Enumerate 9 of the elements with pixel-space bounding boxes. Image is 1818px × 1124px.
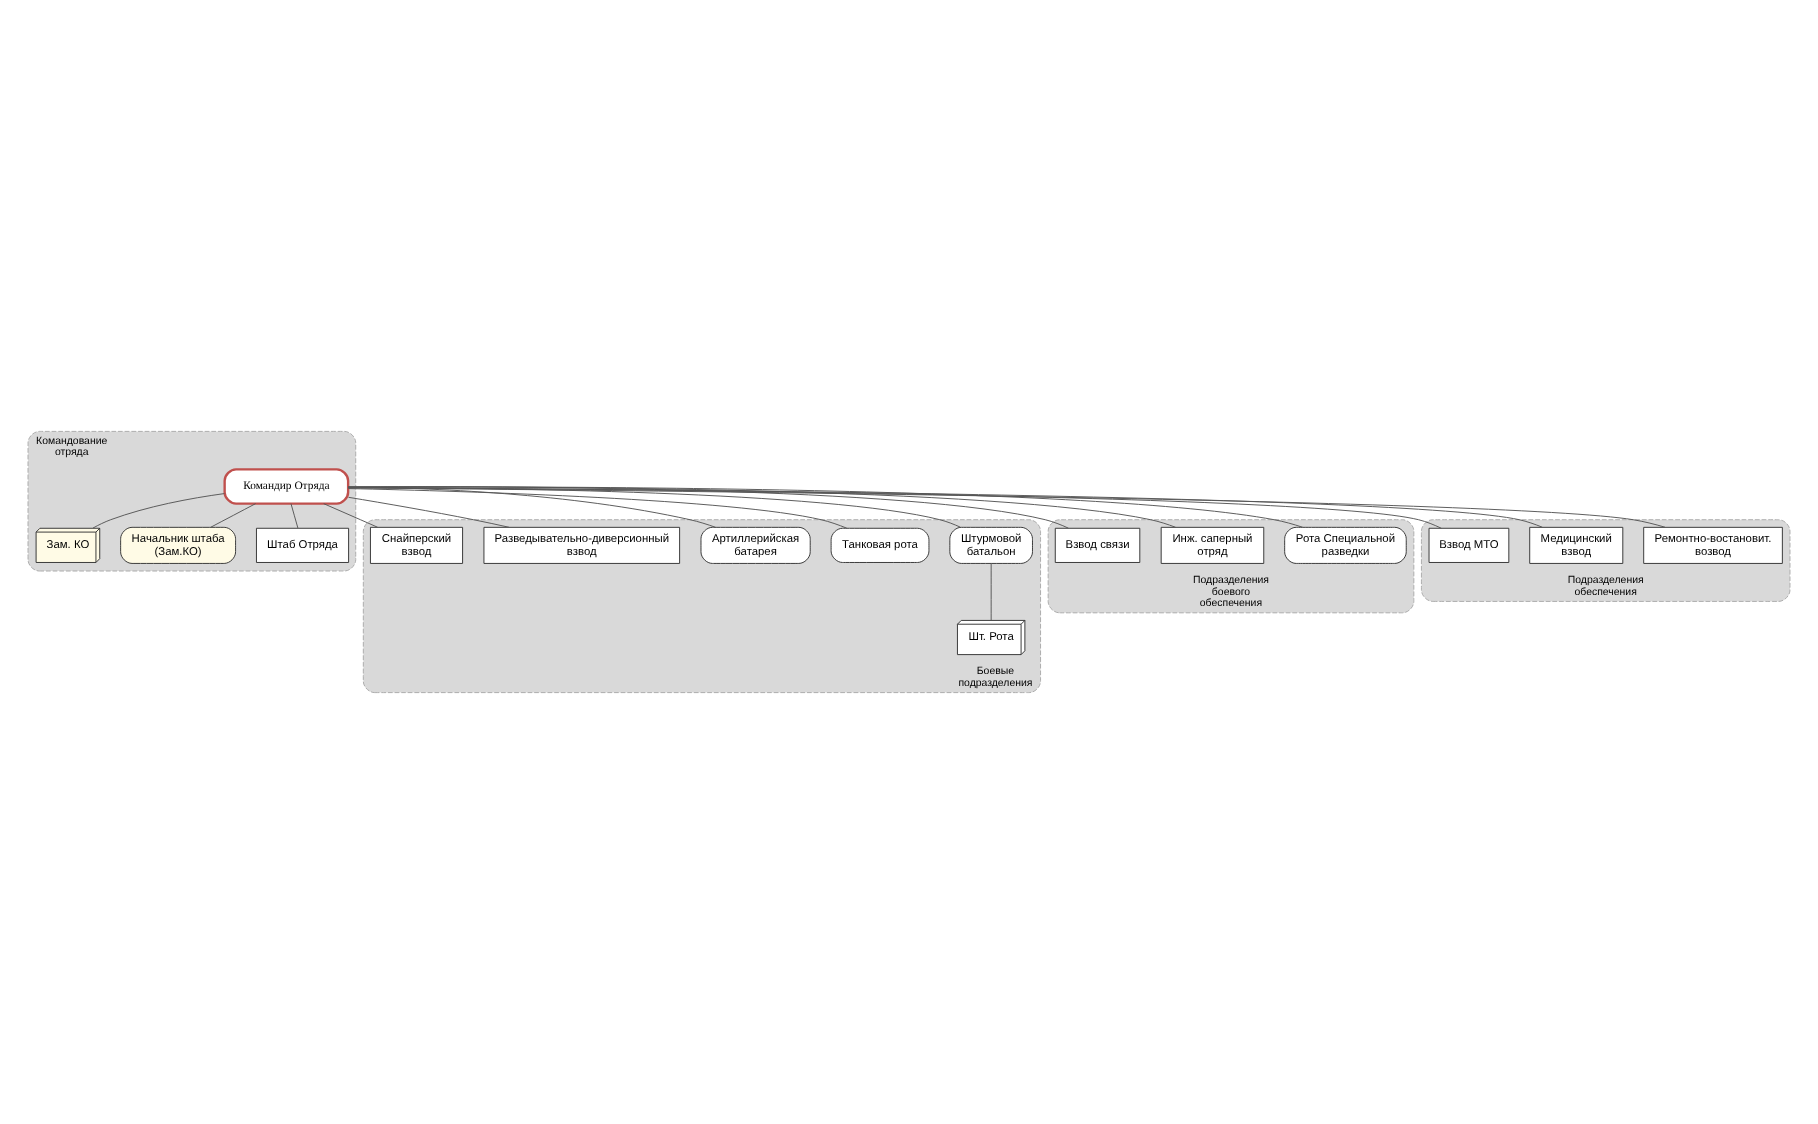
connector [92, 493, 225, 529]
connector [348, 496, 510, 528]
connector [347, 488, 848, 529]
connector [290, 503, 299, 529]
connector [210, 503, 257, 528]
connector [347, 486, 717, 528]
connector [347, 486, 961, 528]
connector [323, 503, 379, 528]
connector [990, 563, 992, 621]
